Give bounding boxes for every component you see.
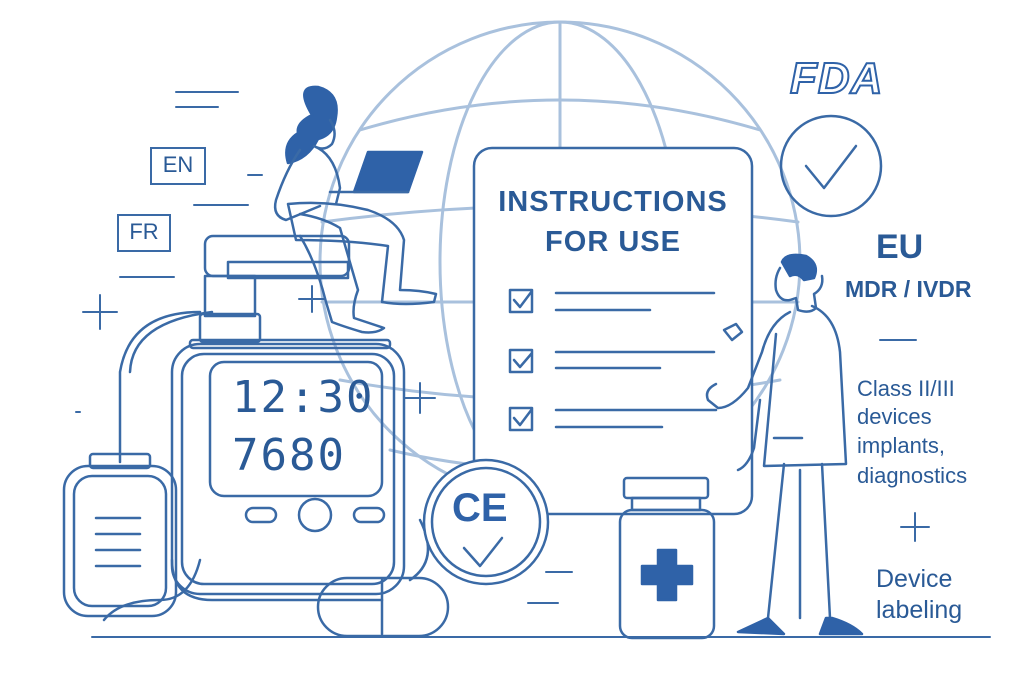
device-time-readout: 12:30 xyxy=(232,372,375,423)
checkmark-icon xyxy=(804,144,858,190)
woman-figure xyxy=(273,85,438,334)
language-tag-en: EN xyxy=(150,147,206,185)
ce-seal xyxy=(422,458,550,586)
ifu-title-line2: FOR USE xyxy=(545,226,681,258)
decorative-lines xyxy=(75,91,991,638)
ifu-title-line1: INSTRUCTIONS xyxy=(498,186,728,218)
bp-monitor xyxy=(170,312,406,602)
plus-sparkle-icon xyxy=(82,285,930,542)
device-classes-line1: Class II/III xyxy=(857,376,955,401)
medical-cross-icon xyxy=(640,548,694,602)
device-labeling-line1: Device xyxy=(876,565,953,593)
doctor-figure xyxy=(705,253,864,636)
ce-mark-label: CE xyxy=(452,486,508,530)
eu-regulation: MDR / IVDR xyxy=(845,276,972,302)
device-value-readout: 7680 xyxy=(232,430,346,481)
blood-bag xyxy=(62,452,178,618)
pill-icon xyxy=(316,576,450,638)
laptop-icon xyxy=(328,150,424,194)
eu-title: EU xyxy=(876,228,924,266)
language-tag-fr: FR xyxy=(117,214,171,252)
checkmark-icon xyxy=(462,536,504,568)
fda-approval-circle xyxy=(779,114,883,218)
medicine-bottle xyxy=(618,476,716,640)
fda-logo: FDA xyxy=(789,53,884,104)
ifu-document xyxy=(472,146,754,516)
device-labeling-line2: labeling xyxy=(876,596,963,624)
device-classes-line3: implants, xyxy=(857,433,946,458)
device-classes-line4: diagnostics xyxy=(857,463,968,488)
device-classes-line2: devices xyxy=(857,404,932,429)
